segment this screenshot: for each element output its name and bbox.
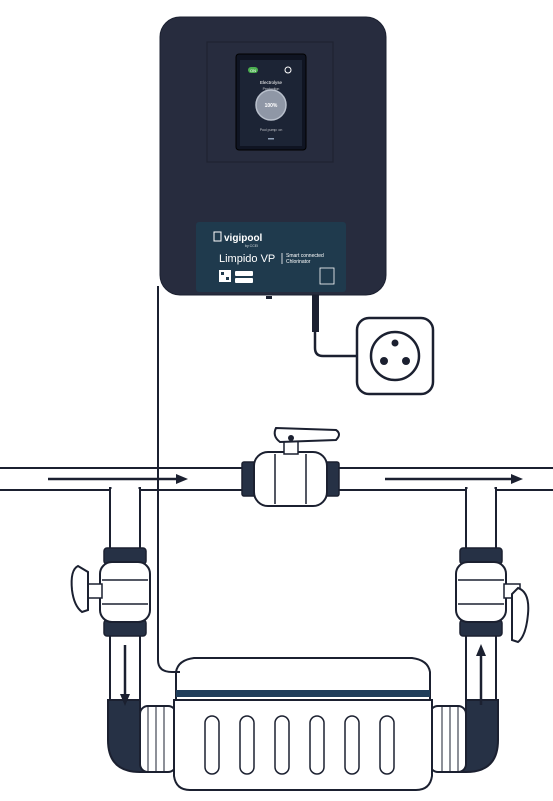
screen-title: Electrolyse: [260, 80, 283, 85]
flow-arrow-icon: [385, 474, 523, 484]
flow-arrow-icon: [48, 474, 188, 484]
ball-valve-icon: [241, 426, 340, 507]
production-gauge: [255, 89, 287, 121]
screen-subtitle: Production: [263, 87, 280, 91]
ball-valve-icon: [70, 547, 151, 637]
qr-code-icon: [219, 270, 231, 282]
flow-arrow-icon: [120, 645, 130, 706]
cell-cable: [157, 286, 180, 673]
gauge-value: 100%: [265, 103, 278, 109]
tagline-line2: Chlorinator: [286, 259, 311, 265]
ball-valve-icon: [455, 547, 530, 644]
product-label: [196, 222, 346, 292]
power-cable: [313, 296, 372, 358]
vigipool-logo-icon: [213, 231, 222, 242]
brand-sub: by CCEI: [245, 244, 258, 248]
screen-footer: Pool pump: on: [260, 128, 283, 132]
controller-unit: ON Electrolyse Production 100% Pool pump…: [159, 16, 387, 299]
tagline-line1: Smart connected: [286, 253, 324, 259]
brand-name: vigipool: [224, 233, 263, 244]
status-badge: [248, 67, 258, 73]
electrolysis-cell: [139, 657, 467, 791]
power-socket-icon: [355, 316, 435, 396]
flow-arrow-icon: [476, 644, 486, 705]
model-name: Limpido VP: [219, 253, 275, 265]
certification-mark-icon: [319, 267, 335, 285]
screen-settings-icon[interactable]: [284, 66, 292, 74]
google-play-badge-icon: [235, 278, 253, 283]
status-badge-text: ON: [250, 68, 256, 73]
app-store-badge-icon: [235, 271, 253, 276]
